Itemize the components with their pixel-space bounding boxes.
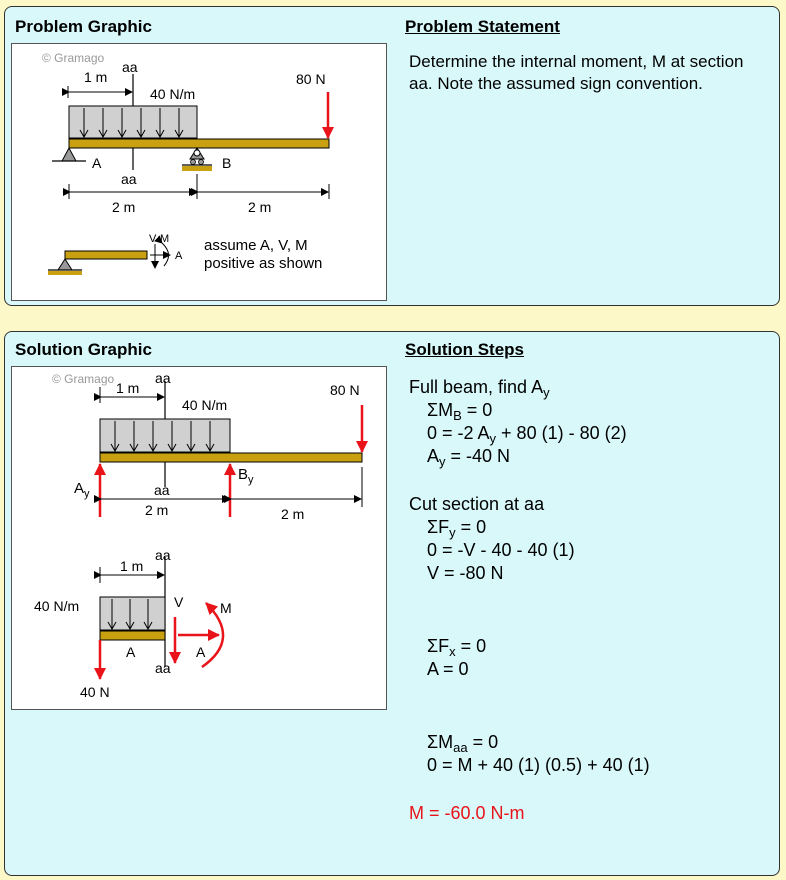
fbd-m-label: M <box>220 600 232 616</box>
solution-load-label: 40 N/m <box>182 397 227 413</box>
distributed-load-label: 40 N/m <box>150 86 195 102</box>
convention-note-1: assume A, V, M <box>204 237 308 254</box>
problem-statement-title: Problem Statement <box>405 17 560 36</box>
step-line: A = 0 <box>427 659 469 679</box>
solution-diagram: © Gramago 1 m aa 40 N/m 80 N <box>34 370 368 700</box>
pin-support-a <box>61 146 77 162</box>
copyright-text: © Gramago <box>42 51 105 65</box>
solution-graphic-title: Solution Graphic <box>15 340 152 359</box>
fbd-moment-arrow <box>201 602 225 669</box>
convention-note-2: positive as shown <box>204 255 322 272</box>
step-line: 0 = -2 Ay + 80 (1) - 80 (2) <box>427 423 627 446</box>
step-line: ΣMaa = 0 <box>427 732 499 755</box>
fbd-a-right: A <box>196 644 206 660</box>
dim-1m: 1 m <box>84 69 107 85</box>
solution-panel: Solution Graphic Solution Steps © Gramag… <box>4 331 780 876</box>
fbd-40n-label: 40 N <box>80 684 110 700</box>
step-line: Cut section at aa <box>409 494 545 514</box>
step-line: Ay = -40 N <box>427 446 511 469</box>
section-aa-bottom: aa <box>121 171 137 187</box>
solution-force-label: 80 N <box>330 382 360 398</box>
solution-dim-1m: 1 m <box>116 380 139 396</box>
convention-m: M <box>160 233 169 245</box>
beam <box>68 138 330 149</box>
fbd-section-bottom: aa <box>155 660 171 676</box>
convention-beam <box>64 250 148 260</box>
fbd-v-label: V <box>174 594 184 610</box>
reaction-ay-label: Ay <box>74 480 90 500</box>
fbd-section-top: aa <box>155 547 171 563</box>
step-line: 0 = M + 40 (1) (0.5) + 40 (1) <box>427 755 650 775</box>
problem-statement-text: Determine the internal moment, M at sect… <box>409 52 744 93</box>
convention-moment-arrow <box>154 235 169 267</box>
solution-copyright: © Gramago <box>52 372 115 386</box>
fbd-dim-1m: 1 m <box>120 558 143 574</box>
solution-section-top: aa <box>155 370 171 386</box>
solution-span-right: 2 m <box>281 506 304 522</box>
fbd-a-left: A <box>126 644 136 660</box>
solution-steps: Full beam, find Ay ΣMB = 0 0 = -2 Ay + 8… <box>409 376 650 825</box>
fbd-beam <box>99 630 166 641</box>
support-a-label: A <box>92 155 102 171</box>
problem-diagram: © Gramago 1 m aa 40 N/m 80 N <box>42 51 334 275</box>
solution-load-block <box>99 418 231 453</box>
span-right-dim: 2 m <box>248 199 271 215</box>
step-line: 0 = -V - 40 - 40 (1) <box>427 540 575 560</box>
step-line: V = -80 N <box>427 563 504 583</box>
step-line: ΣMB = 0 <box>427 400 493 423</box>
solution-graphic: © Gramago 1 m aa 40 N/m 80 N <box>11 366 387 710</box>
step-line: ΣFy = 0 <box>427 517 487 540</box>
solution-span-left: 2 m <box>145 502 168 518</box>
solution-beam <box>99 452 363 463</box>
step-line: ΣFx = 0 <box>427 636 487 659</box>
section-aa-top: aa <box>122 59 138 75</box>
problem-graphic: © Gramago 1 m aa 40 N/m 80 N <box>11 43 387 301</box>
reaction-by-label: By <box>238 466 254 486</box>
force-80n-label: 80 N <box>296 71 326 87</box>
convention-v: V <box>149 233 157 245</box>
fbd-load-label: 40 N/m <box>34 598 79 614</box>
solution-section-bottom: aa <box>154 482 170 498</box>
problem-panel: Problem Graphic Problem Statement © Gram… <box>4 6 780 306</box>
step-line: Full beam, find Ay <box>409 377 550 400</box>
solution-steps-title: Solution Steps <box>405 340 524 359</box>
result-moment: M = -60.0 N-m <box>409 803 525 823</box>
distributed-load-block <box>68 105 198 139</box>
convention-a: A <box>175 250 183 262</box>
problem-graphic-title: Problem Graphic <box>15 17 152 36</box>
span-left-dim: 2 m <box>112 199 135 215</box>
support-b-label: B <box>222 155 231 171</box>
